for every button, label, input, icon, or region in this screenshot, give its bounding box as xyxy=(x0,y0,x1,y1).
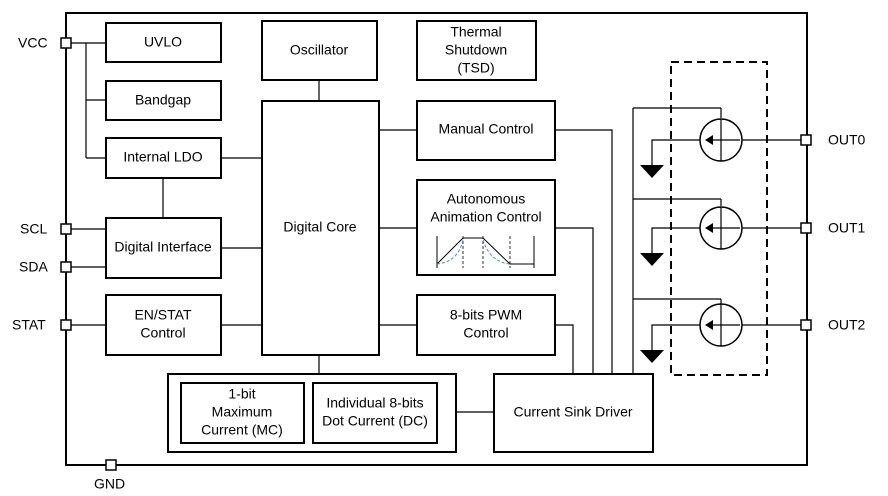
autonomous-label-line2: Animation Control xyxy=(430,209,541,225)
thermal-shutdown-block: Thermal Shutdown (TSD) xyxy=(416,20,537,81)
digital-core-label: Digital Core xyxy=(283,219,356,235)
current-source-out0-icon xyxy=(699,118,743,162)
pwm-control-block: 8-bits PWM Control xyxy=(416,294,556,356)
scl-pin xyxy=(60,223,72,235)
manual-control-label: Manual Control xyxy=(439,121,534,137)
vcc-pin xyxy=(60,37,72,49)
tsd-label-line3: (TSD) xyxy=(457,60,494,76)
animation-waveform-icon xyxy=(436,236,535,268)
current-source-boundary xyxy=(670,61,768,376)
oscillator-block: Oscillator xyxy=(261,20,378,81)
out0-pin-label: OUT0 xyxy=(828,132,866,148)
out0-pin xyxy=(800,134,812,146)
en-stat-label-line2: Control xyxy=(140,325,185,341)
pwm-label-line1: 8-bits PWM xyxy=(450,307,522,323)
current-settings-group: 1-bit Maximum Current (MC) Individual 8-… xyxy=(167,373,457,453)
en-stat-control-block: EN/STAT Control xyxy=(105,294,222,356)
mc-label-line1: 1-bit xyxy=(228,386,255,402)
out2-pin-label: OUT2 xyxy=(828,317,866,333)
mc-label-line3: Current (MC) xyxy=(201,422,283,438)
ground-out1-icon xyxy=(640,253,664,266)
sda-pin xyxy=(60,261,72,273)
oscillator-label: Oscillator xyxy=(290,42,349,58)
max-current-block: 1-bit Maximum Current (MC) xyxy=(180,382,305,444)
autonomous-label-line1: Autonomous xyxy=(447,191,526,207)
gnd-pin xyxy=(105,459,117,471)
ground-out2-icon xyxy=(640,350,664,363)
bandgap-label: Bandgap xyxy=(135,92,191,108)
scl-pin-label: SCL xyxy=(20,221,47,237)
current-source-out1-icon xyxy=(699,206,743,250)
sda-pin-label: SDA xyxy=(19,259,48,275)
current-sink-driver-block: Current Sink Driver xyxy=(493,373,654,453)
stat-pin xyxy=(60,319,72,331)
bandgap-block: Bandgap xyxy=(105,80,222,121)
en-stat-label-line1: EN/STAT xyxy=(134,307,191,323)
tsd-label-line1: Thermal xyxy=(450,24,501,40)
gnd-pin-label: GND xyxy=(94,476,125,492)
uvlo-block: UVLO xyxy=(105,22,222,63)
dc-label-line2: Dot Current (DC) xyxy=(322,413,428,429)
vcc-pin-label: VCC xyxy=(18,35,48,51)
connection-lines xyxy=(71,42,801,413)
mc-label-line2: Maximum xyxy=(212,404,273,420)
current-sink-driver-label: Current Sink Driver xyxy=(513,404,632,420)
out2-pin xyxy=(800,319,812,331)
dot-current-block: Individual 8-bits Dot Current (DC) xyxy=(312,382,438,444)
digital-interface-block: Digital Interface xyxy=(105,217,222,279)
out1-pin xyxy=(800,222,812,234)
ground-out0-icon xyxy=(640,165,664,178)
digital-core-block: Digital Core xyxy=(261,100,380,356)
uvlo-label: UVLO xyxy=(144,34,182,50)
tsd-label-line2: Shutdown xyxy=(445,42,507,58)
digital-interface-label: Digital Interface xyxy=(114,239,211,255)
stat-pin-label: STAT xyxy=(12,317,46,333)
out1-pin-label: OUT1 xyxy=(828,220,866,236)
internal-ldo-label: Internal LDO xyxy=(123,149,202,165)
pwm-label-line2: Control xyxy=(463,325,508,341)
autonomous-animation-control-block: Autonomous Animation Control xyxy=(416,179,556,276)
internal-ldo-block: Internal LDO xyxy=(105,137,222,179)
dc-label-line1: Individual 8-bits xyxy=(326,395,423,411)
current-source-out2-icon xyxy=(699,303,743,347)
manual-control-block: Manual Control xyxy=(416,100,556,161)
